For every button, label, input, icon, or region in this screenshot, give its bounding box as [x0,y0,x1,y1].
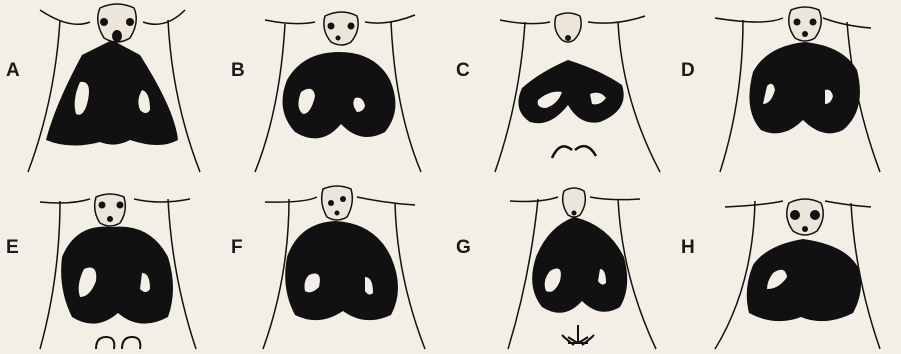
pronotum-drawing-d [675,0,900,177]
panel-g: G [450,177,675,354]
panel-f: F [225,177,450,354]
pronotum-drawing-g [450,177,675,354]
panel-h: H [675,177,900,354]
double-arc-mark [552,146,596,158]
pronotum-drawing-b [225,0,450,177]
double-loop-mark [96,337,140,349]
panel-b: B [225,0,450,177]
pronotum-drawing-h [675,177,900,354]
panel-e: E [0,177,225,354]
panel-c: C [450,0,675,177]
pronotum-drawing-a [0,0,225,177]
trident-mark [562,325,594,345]
panel-a: A [0,0,225,177]
pronotum-drawing-e [0,177,225,354]
pronotum-drawing-c [450,0,675,177]
pronotum-drawing-f [225,177,450,354]
panel-d: D [675,0,900,177]
